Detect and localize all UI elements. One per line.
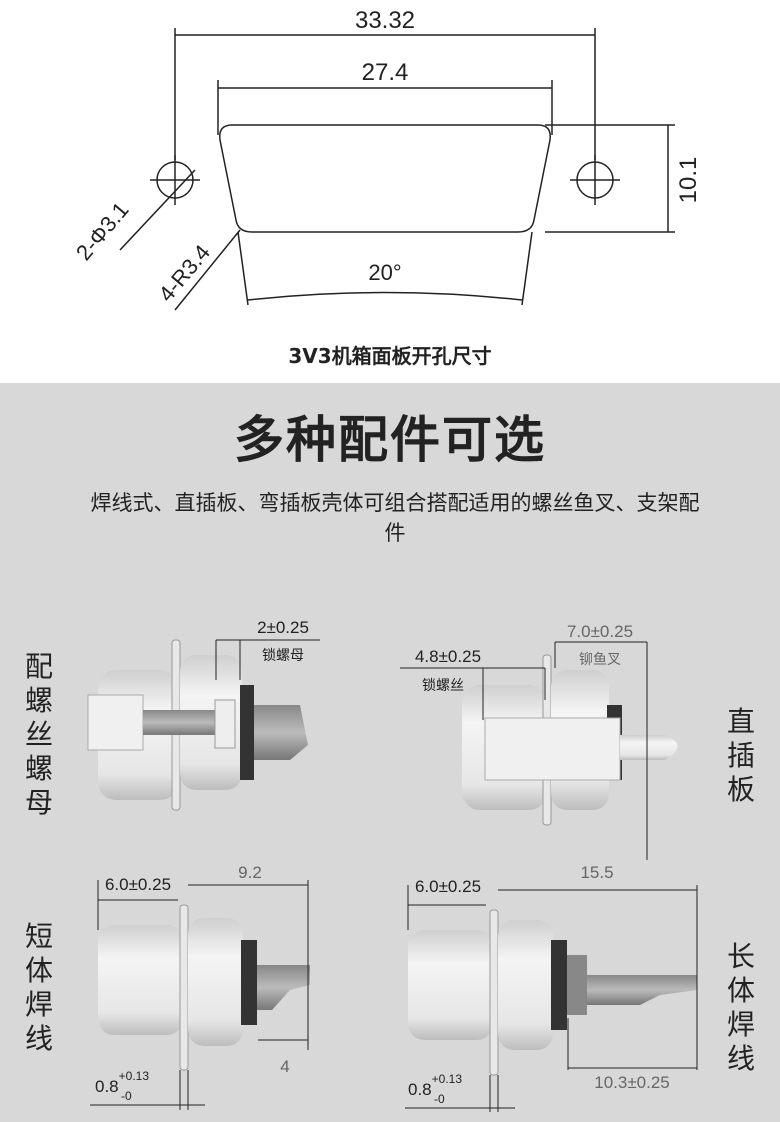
label-short-solder: 短体焊线 <box>24 920 53 1055</box>
dim-height: 10.1 <box>675 157 702 204</box>
dim-nut-note: 锁螺母 <box>262 647 304 663</box>
dim-short-flange: 0.8+0.13-0 <box>95 1069 149 1103</box>
label-screw-nut: 配螺丝螺母 <box>24 650 53 819</box>
dim-short-pin: 4 <box>280 1057 289 1076</box>
connector-short-solder <box>90 880 310 1110</box>
cutout-caption: 3V3机箱面板开孔尺寸 <box>288 344 492 368</box>
d-sub-cutout-outline <box>219 124 551 233</box>
dim-nut: 2±0.25 <box>257 618 309 637</box>
dim-long-pin: 10.3±0.25 <box>594 1073 670 1092</box>
dim-long-length: 15.5 <box>580 863 613 882</box>
label-long-solder: 长体焊线 <box>726 940 755 1075</box>
connector-screw-nut <box>87 639 320 811</box>
panel-cutout-drawing: 33.32 27.4 10.1 2-Φ3.1 4-R3.4 20° 3V3机箱面… <box>0 0 780 380</box>
dim-opening-width: 27.4 <box>362 59 409 86</box>
dim-fork: 7.0±0.25 <box>567 622 633 641</box>
dim-total-width: 33.32 <box>355 7 415 34</box>
dim-fork-note: 铆鱼叉 <box>579 651 621 667</box>
dim-angle: 20° <box>368 260 401 285</box>
dim-screw-note: 锁螺丝 <box>422 677 464 693</box>
dim-long-flange: 0.8+0.13-0 <box>408 1072 462 1106</box>
accessories-headline: 多种配件可选 <box>234 411 546 469</box>
connector-long-solder <box>405 885 698 1112</box>
dim-long-body: 6.0±0.25 <box>415 877 481 896</box>
dim-arc-angle <box>247 291 523 301</box>
dim-screw: 4.8±0.25 <box>415 647 481 666</box>
label-straight-pcb: 直插板 <box>726 705 755 806</box>
connector-straight-pcb <box>400 641 678 860</box>
dim-short-length: 9.2 <box>238 863 262 882</box>
cutout-diagram: 33.32 27.4 10.1 2-Φ3.1 4-R3.4 20° <box>71 7 702 311</box>
dim-short-body: 6.0±0.25 <box>105 875 171 894</box>
accessories-subtitle: 焊线式、直插板、弯插板壳体可组合搭配适用的螺丝鱼叉、支架配件 <box>90 491 700 545</box>
